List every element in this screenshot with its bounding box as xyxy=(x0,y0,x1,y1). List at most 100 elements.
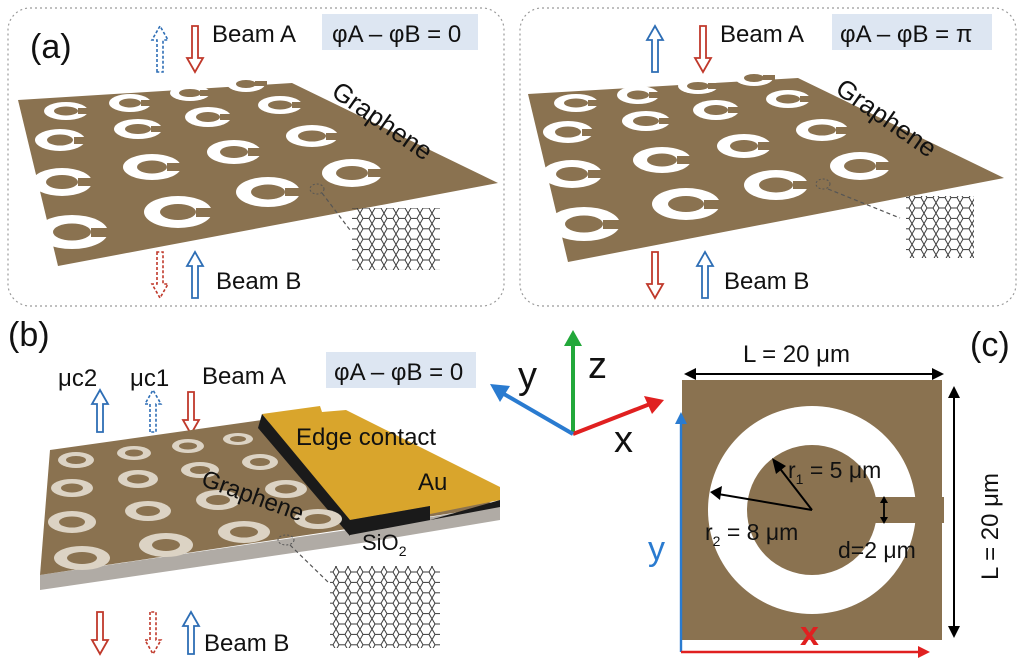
zoom-circle xyxy=(277,534,295,546)
ring-resonator xyxy=(139,533,193,557)
lattice-inset xyxy=(330,566,440,648)
y-axis-line xyxy=(502,392,575,436)
edge-contact-label: Edge contact xyxy=(296,424,436,451)
beam-up-dashed-arrow-icon xyxy=(150,24,170,73)
ring-resonator xyxy=(678,78,720,94)
ring-resonator xyxy=(207,140,265,164)
ring-array xyxy=(32,76,386,249)
ring-resonator xyxy=(118,470,158,488)
beam-down-arrow-icon xyxy=(185,25,205,74)
ring-resonator xyxy=(617,86,662,104)
beam-a-label: Beam A xyxy=(202,363,286,390)
ring-resonator xyxy=(633,147,695,173)
ring-resonator xyxy=(170,85,212,101)
ring-resonator xyxy=(543,121,598,143)
beam-down-dashed-arrow-icon xyxy=(143,611,163,656)
ring-resonator xyxy=(36,215,112,249)
panel-a-right: φA – φB = π Beam A Graph xyxy=(519,7,1017,307)
ring-resonator xyxy=(796,119,852,141)
phase-eq-box xyxy=(322,14,478,50)
ring-resonator xyxy=(109,94,154,112)
ring-array xyxy=(48,433,342,570)
lattice-inset xyxy=(906,196,974,258)
r1-radius-line xyxy=(777,465,813,511)
gap-label: d=2 μm xyxy=(838,537,916,563)
lattice-inset xyxy=(352,208,440,270)
ring-resonator xyxy=(48,511,96,533)
beam-b-label: Beam B xyxy=(204,630,289,657)
ring-resonator xyxy=(181,462,219,478)
dim-arrowhead-icon xyxy=(684,368,696,380)
ring-resonator xyxy=(766,90,814,108)
dim-arrowhead-icon xyxy=(932,368,944,380)
x-axis-line xyxy=(572,402,651,436)
phase-eq-text: φA – φB = π xyxy=(840,21,972,48)
ring-resonator xyxy=(242,454,278,470)
z-axis-arrowhead-icon xyxy=(564,330,582,346)
zoom-circle xyxy=(815,178,831,190)
beam-down-dashed-arrow-icon xyxy=(150,251,170,300)
ring-resonator xyxy=(223,433,253,445)
phase-eq-text: φA – φB = 0 xyxy=(334,359,463,386)
ring-resonator xyxy=(744,170,812,200)
gap-arrowhead-icon xyxy=(880,496,888,503)
beam-up-arrow-icon xyxy=(695,250,715,299)
ring-resonator xyxy=(286,125,342,147)
beam-up-arrow-icon xyxy=(645,24,665,73)
x-axis-arrowhead-icon xyxy=(644,396,664,414)
ring-resonator xyxy=(35,129,90,151)
cell-x-axis-label: x xyxy=(800,615,819,653)
ring-resonator xyxy=(32,168,96,196)
ring-resonator xyxy=(265,480,307,498)
mu-c1-label: μc1 xyxy=(130,365,169,392)
zoom-pointer xyxy=(321,192,351,231)
phase-eq-box xyxy=(832,14,992,50)
mu-c2-arrow-icon xyxy=(90,388,110,433)
beam-a-label: Beam A xyxy=(212,21,296,48)
panel-a-left-frame xyxy=(7,7,505,307)
ring-resonator xyxy=(227,76,267,92)
phase-eq-text: φA – φB = 0 xyxy=(332,21,461,48)
beam-b-label: Beam B xyxy=(216,268,301,295)
ring-resonator xyxy=(144,196,216,228)
panel-c-label: (c) xyxy=(970,326,1010,364)
au-contact-edge xyxy=(350,500,500,535)
ring-resonator xyxy=(294,509,342,529)
ring-resonator xyxy=(830,152,894,180)
y-axis-arrowhead-icon xyxy=(490,384,510,402)
y-axis-label: y xyxy=(518,355,537,397)
beam-b-label: Beam B xyxy=(724,268,809,295)
axis-triad: z y x xyxy=(490,330,664,461)
cell-x-arrowhead-icon xyxy=(918,646,930,658)
r1-arrowhead-icon xyxy=(772,458,786,474)
ring-resonator xyxy=(196,490,240,510)
beam-down-arrow-icon xyxy=(645,251,665,300)
ring-resonator xyxy=(51,479,93,497)
ring-resonator xyxy=(218,521,270,543)
panel-a-label: (a) xyxy=(30,28,72,66)
cell-y-axis-label: y xyxy=(648,530,665,568)
panel-b-label: (b) xyxy=(8,316,50,354)
ring-resonator xyxy=(114,119,166,139)
ring-resonator xyxy=(322,159,386,187)
zoom-circle xyxy=(309,183,325,195)
r2-radius-line xyxy=(717,493,813,511)
mu-c2-label: μc2 xyxy=(58,365,97,392)
beam-a-label: Beam A xyxy=(720,21,804,48)
panel-a-left: (a) φA – φB = 0 Beam A xyxy=(7,7,505,307)
ring-resonator xyxy=(258,96,306,114)
ring-resonator xyxy=(185,107,235,127)
panel-a-right-frame xyxy=(519,7,1017,307)
ring-resonator xyxy=(554,94,602,112)
height-dimension-label: L = 20 μm xyxy=(977,473,1004,580)
ring-resonator xyxy=(717,134,775,158)
ring-resonator xyxy=(54,546,110,570)
r2-arrowhead-icon xyxy=(710,486,722,500)
panel-c: (c) L = 20 μm L = 20 μm r1 = 5 μm r2 = 8… xyxy=(648,326,1010,658)
ring-resonator xyxy=(236,177,304,207)
ring-resonator xyxy=(693,100,743,120)
ring-resonator xyxy=(58,452,94,468)
gap-arrowhead-icon xyxy=(880,517,888,524)
dim-arrowhead-icon xyxy=(948,626,960,638)
